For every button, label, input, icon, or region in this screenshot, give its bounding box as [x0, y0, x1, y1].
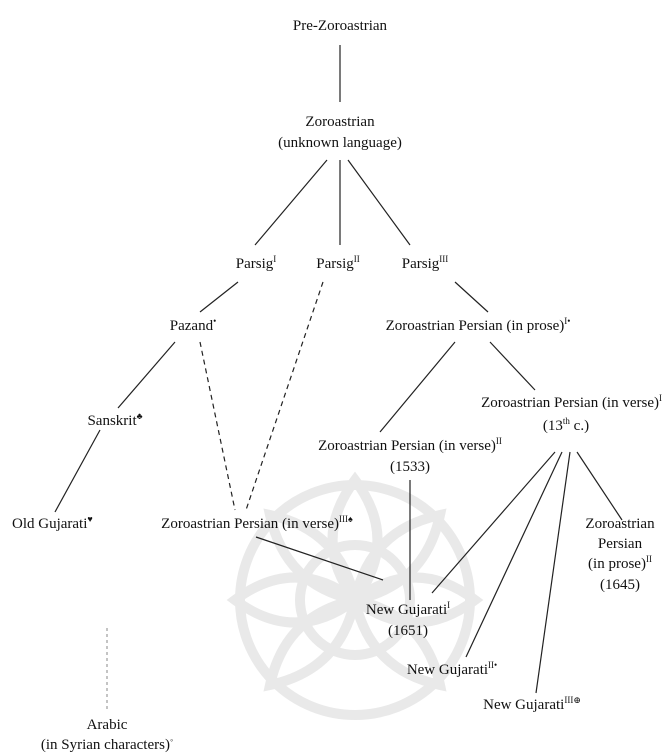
edge-pazand-to-sanskrit [117, 341, 176, 409]
node-new-gujarati-1: New GujaratiI [366, 600, 450, 618]
node-zp-prose-2-line2: Persian [598, 536, 643, 552]
edge-parsig-1-to-pazand [199, 281, 239, 313]
node-zoroastrian-subtitle: (unknown language) [278, 135, 402, 151]
edge-zp-verse-1-to-new-gujarati-1 [431, 451, 556, 594]
node-pazand: Pazand• [170, 316, 216, 334]
nodes: Pre-Zoroastrian Zoroastrian (unknown lan… [12, 18, 662, 753]
node-zp-prose-1: Zoroastrian Persian (in prose)I• [386, 316, 571, 334]
edge-pazand-to-zp-verse-3 [199, 341, 236, 511]
edge-parsig-2-to-zp-verse-3 [245, 281, 324, 511]
edges [54, 45, 623, 710]
node-zoroastrian: Zoroastrian [305, 114, 375, 130]
node-arabic-subtitle: (in Syrian characters)◦ [41, 735, 173, 753]
edge-parsig-3-to-zp-prose-1 [454, 281, 489, 313]
node-arabic: Arabic [87, 717, 128, 733]
node-new-gujarati-1-date: (1651) [388, 623, 428, 639]
edge-sanskrit-to-old-gujarati [54, 429, 101, 513]
node-parsig-3: ParsigIII [402, 254, 449, 272]
node-zp-verse-1: Zoroastrian Persian (in verse)I [481, 393, 662, 411]
node-zp-verse-3: Zoroastrian Persian (in verse)III♠ [161, 514, 353, 532]
node-pre-zoroastrian: Pre-Zoroastrian [293, 18, 388, 34]
edge-zp-verse-1-to-zp-prose-2 [576, 451, 623, 521]
node-zp-prose-2-line4: (1645) [600, 577, 640, 593]
node-old-gujarati: Old Gujarati♥ [12, 514, 93, 532]
edge-zp-verse-3-to-new-gujarati-1 [255, 536, 384, 581]
edge-zp-prose-1-to-zp-verse-2 [379, 341, 456, 433]
node-new-gujarati-2: New GujaratiII• [407, 660, 497, 678]
node-parsig-2: ParsigII [316, 254, 360, 272]
edge-zoroastrian-to-parsig-3 [347, 159, 411, 246]
node-zp-prose-2-line1: Zoroastrian [585, 516, 655, 532]
node-zp-prose-2-line3: (in prose)II [588, 554, 652, 572]
node-parsig-1: ParsigI [236, 254, 277, 272]
edge-zp-verse-1-to-new-gujarati-3 [535, 451, 571, 694]
edge-zp-prose-1-to-zp-verse-1 [489, 341, 536, 391]
rosette-watermark [226, 471, 484, 720]
node-zp-verse-1-date: (13th c.) [543, 416, 589, 434]
edge-zp-verse-1-to-new-gujarati-2 [465, 451, 563, 658]
edge-zoroastrian-to-parsig-1 [254, 159, 328, 246]
node-zp-verse-2: Zoroastrian Persian (in verse)II [318, 436, 502, 454]
node-new-gujarati-3: New GujaratiIII⊕ [483, 695, 581, 713]
node-sanskrit: Sanskrit♣ [87, 411, 142, 429]
node-zp-verse-2-date: (1533) [390, 459, 430, 475]
